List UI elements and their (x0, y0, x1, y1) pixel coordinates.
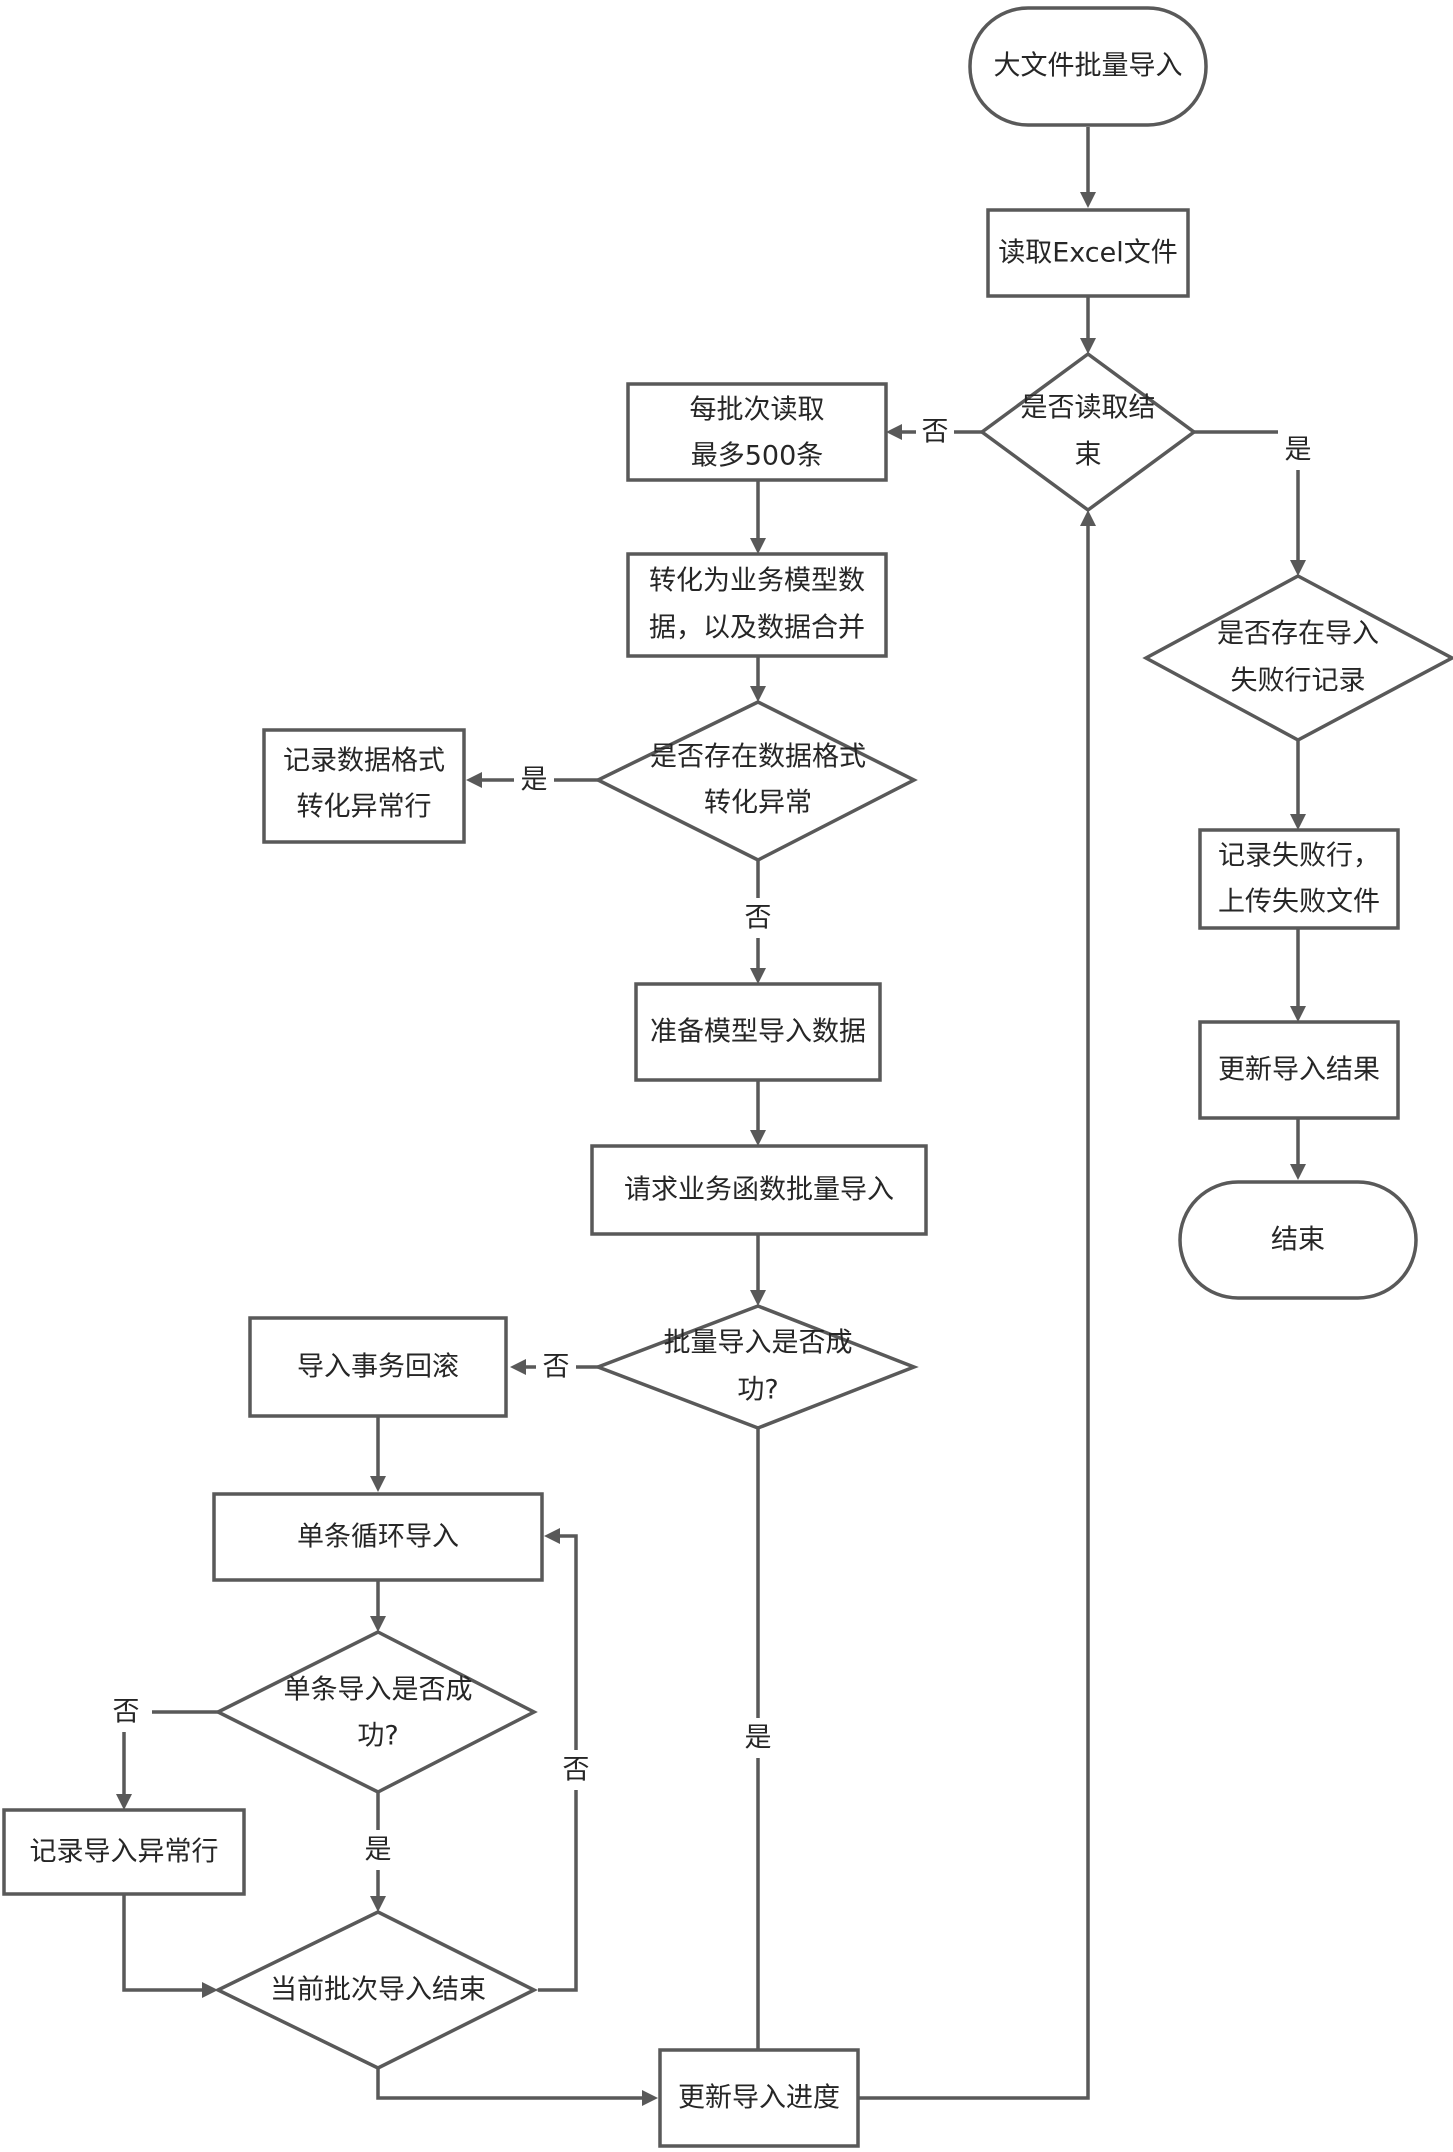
edge-format-no: 否 (738, 860, 778, 984)
edge-success-no: 否 (510, 1347, 598, 1387)
node-read-excel: 读取Excel文件 (986, 208, 1190, 298)
node-end: 结束 (1178, 1180, 1418, 1300)
node-batch-read-label-1: 每批次读取 (690, 395, 825, 426)
node-update-progress: 更新导入进度 (658, 2048, 860, 2148)
node-record-import-error: 记录导入异常行 (2, 1808, 246, 1896)
node-single-loop-label: 单条循环导入 (297, 1522, 459, 1553)
node-record-import-error-label: 记录导入异常行 (30, 1837, 219, 1868)
node-format-error-label-1: 是否存在数据格式 (650, 742, 866, 773)
node-convert-label-1: 转化为业务模型数 (649, 566, 865, 597)
edge-done-yes: 是 (1194, 430, 1318, 576)
edge-single-yes: 是 (358, 1792, 398, 1912)
node-rollback: 导入事务回滚 (248, 1316, 508, 1418)
edge-prepare-to-request (750, 1080, 766, 1146)
node-prepare-label: 准备模型导入数据 (650, 1017, 866, 1048)
node-format-error-label-2: 转化异常 (704, 788, 812, 819)
node-read-done: 是否读取结 束 (979, 351, 1197, 513)
node-batch-read: 每批次读取 最多500条 (626, 382, 888, 482)
edge-single-no: 否 (104, 1692, 218, 1810)
node-fail-exists: 是否存在导入 失败行记录 (1142, 574, 1453, 742)
node-read-excel-label: 读取Excel文件 (998, 238, 1178, 269)
node-read-done-label-2: 束 (1075, 440, 1102, 471)
node-read-done-label-1: 是否读取结 (1021, 393, 1156, 424)
node-record-fail: 记录失败行， 上传失败文件 (1198, 828, 1400, 930)
edge-batchdone-no: 否 (538, 1528, 596, 1992)
edge-record-to-result (1290, 928, 1306, 1022)
edge-label-done-no: 否 (922, 417, 949, 448)
node-single-success: 单条导入是否成 功? (214, 1630, 538, 1794)
edge-read-to-done (1080, 296, 1096, 354)
node-batch-success-label-2: 功? (737, 1375, 778, 1406)
node-fail-exists-label-1: 是否存在导入 (1217, 619, 1379, 650)
node-single-success-label-2: 功? (357, 1721, 398, 1752)
node-format-error: 是否存在数据格式 转化异常 (594, 700, 918, 862)
node-request-label: 请求业务函数批量导入 (624, 1175, 894, 1206)
node-prepare: 准备模型导入数据 (634, 982, 882, 1082)
edge-request-to-success (750, 1234, 766, 1306)
node-single-success-label-1: 单条导入是否成 (284, 1675, 473, 1706)
edge-loop-to-single (370, 1580, 386, 1632)
node-batch-done-label: 当前批次导入结束 (270, 1975, 486, 2006)
edge-label-format-yes: 是 (521, 765, 548, 796)
edge-label-single-yes: 是 (365, 1835, 392, 1866)
node-record-fail-label-2: 上传失败文件 (1218, 887, 1380, 918)
node-record-format-label-1: 记录数据格式 (283, 746, 445, 777)
edge-format-yes: 是 (466, 760, 598, 800)
node-update-result: 更新导入结果 (1198, 1020, 1400, 1120)
node-record-format: 记录数据格式 转化异常行 (262, 728, 466, 844)
edge-record-to-batchdone (122, 1894, 218, 1998)
node-convert-label-2: 据，以及数据合并 (649, 613, 865, 644)
node-batch-success: 批量导入是否成 功? (593, 1304, 919, 1430)
edge-label-batchdone-no: 否 (563, 1755, 590, 1786)
node-end-label: 结束 (1271, 1225, 1325, 1256)
edge-label-success-yes: 是 (745, 1723, 772, 1754)
edge-batchdone-to-progress (376, 2068, 658, 2106)
edge-label-done-yes: 是 (1285, 435, 1312, 466)
edge-label-format-no: 否 (745, 903, 772, 934)
edge-progress-to-readdone (858, 510, 1096, 2100)
node-start-label: 大文件批量导入 (994, 51, 1183, 82)
edge-label-success-no: 否 (543, 1352, 570, 1383)
edge-label-single-no: 否 (113, 1697, 140, 1728)
edge-start-to-read (1080, 127, 1096, 208)
edge-result-to-end (1290, 1118, 1306, 1180)
node-rollback-label: 导入事务回滚 (297, 1352, 459, 1383)
edge-success-yes: 是 (738, 1428, 778, 2074)
edge-convert-to-format (750, 656, 766, 702)
node-update-progress-label: 更新导入进度 (678, 2083, 840, 2114)
node-update-result-label: 更新导入结果 (1218, 1055, 1380, 1086)
node-single-loop: 单条循环导入 (212, 1492, 544, 1582)
node-request: 请求业务函数批量导入 (590, 1144, 928, 1236)
node-batch-read-label-2: 最多500条 (691, 441, 824, 472)
node-record-fail-label-1: 记录失败行， (1218, 841, 1380, 872)
node-start: 大文件批量导入 (968, 6, 1208, 127)
edge-batch-to-convert (750, 480, 766, 554)
node-convert: 转化为业务模型数 据，以及数据合并 (626, 552, 888, 658)
node-record-format-label-2: 转化异常行 (297, 792, 432, 823)
edge-done-no: 否 (886, 412, 982, 452)
edge-rollback-to-loop (370, 1416, 386, 1492)
edge-fail-to-record (1290, 740, 1306, 830)
node-fail-exists-label-2: 失败行记录 (1231, 666, 1366, 697)
node-batch-done: 当前批次导入结束 (214, 1910, 538, 2070)
node-batch-success-label-1: 批量导入是否成 (664, 1328, 853, 1359)
